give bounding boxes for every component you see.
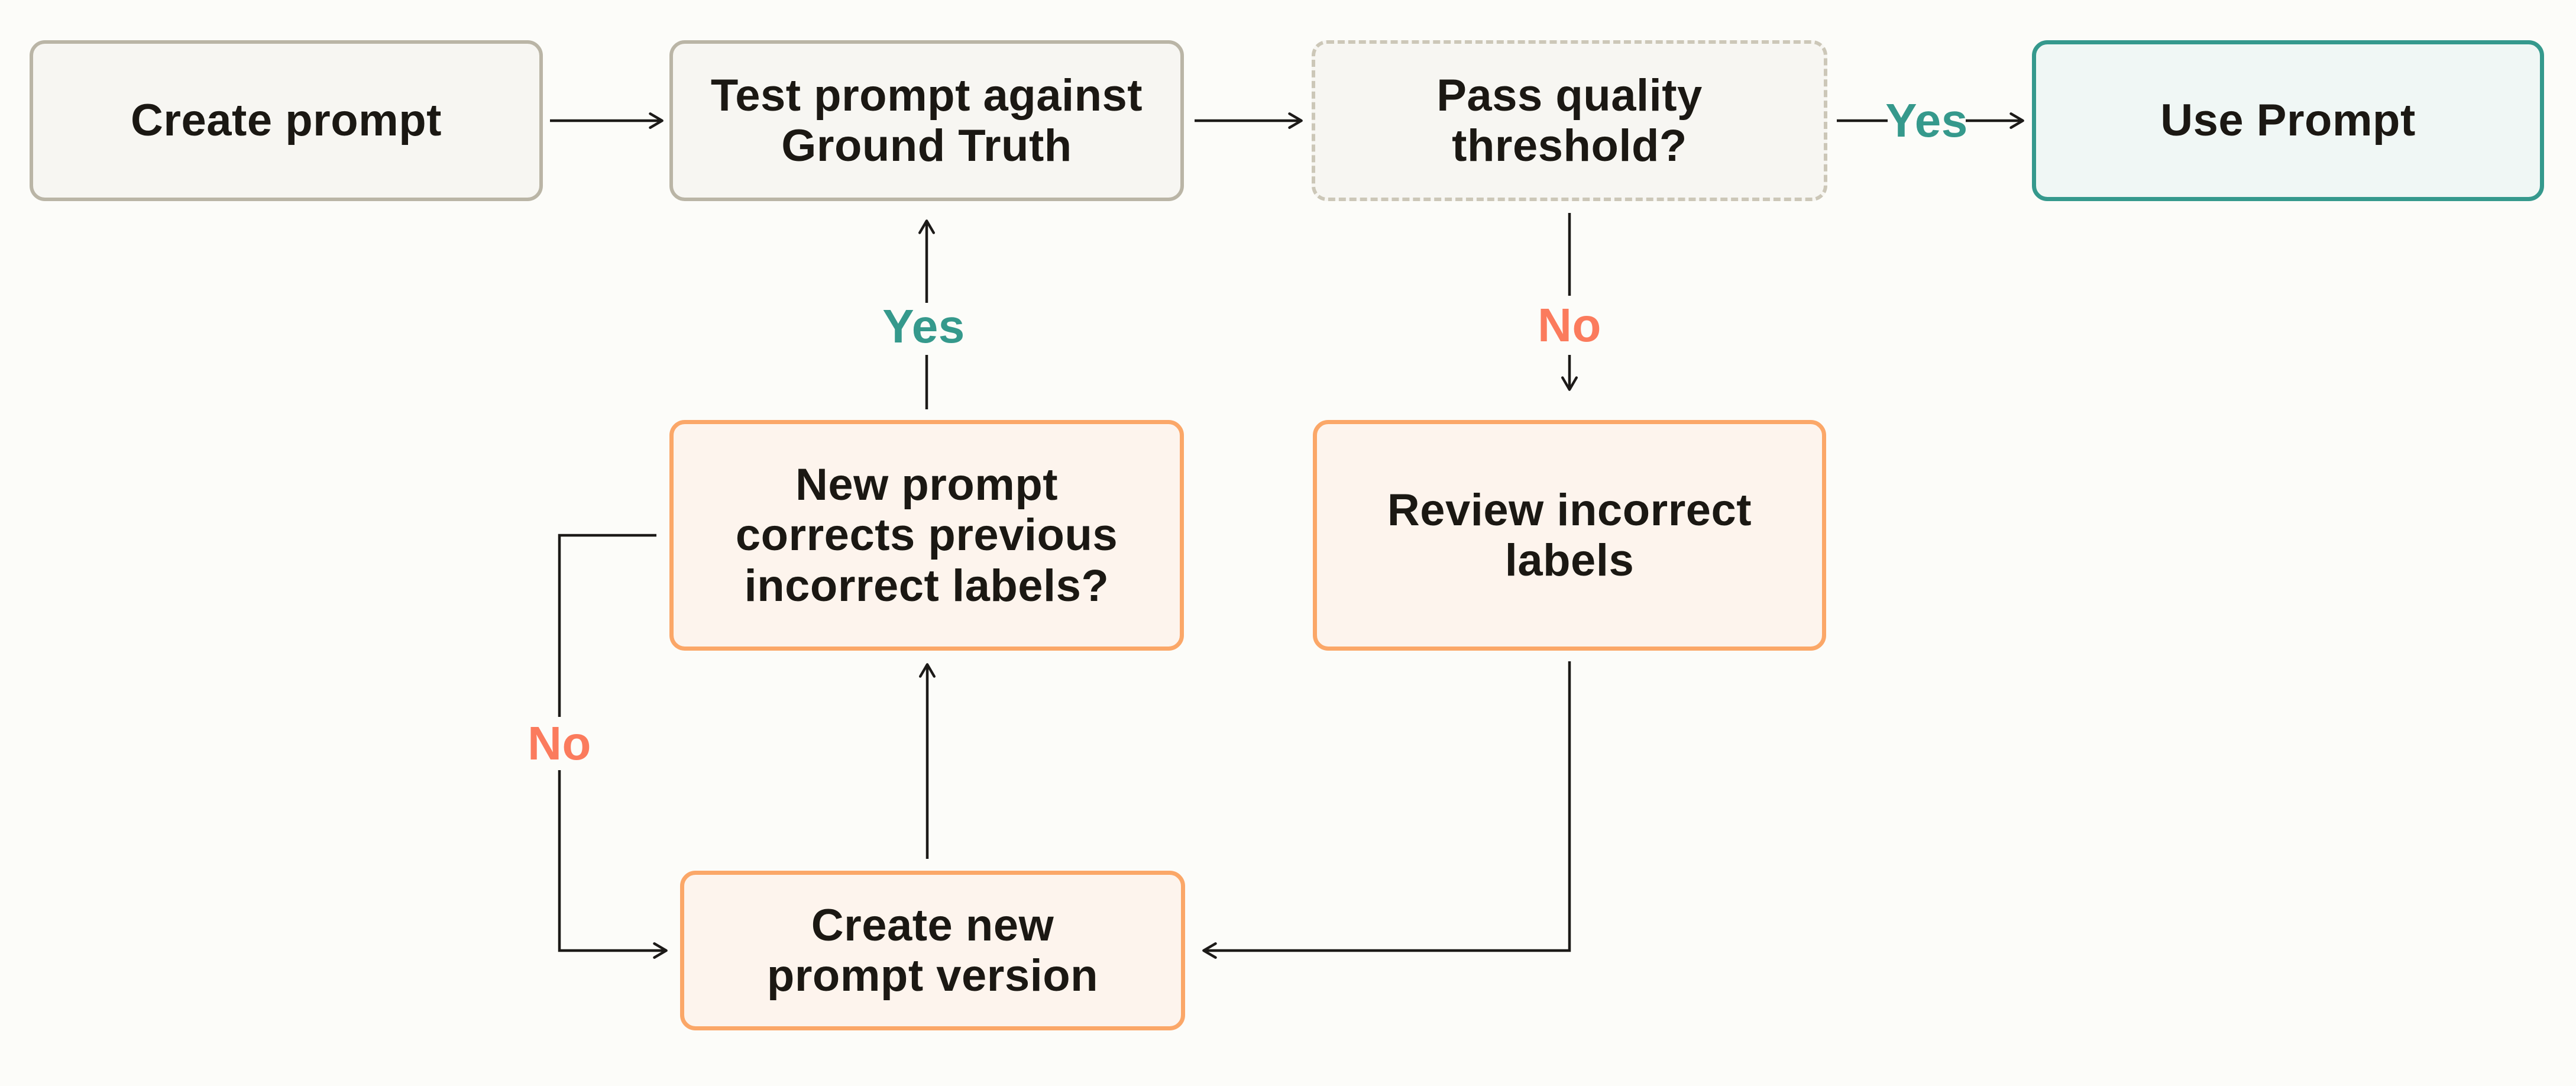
node-create-new-prompt-version: Create new prompt version — [680, 871, 1185, 1030]
edge-corrects-no-loop-arrow-segment — [558, 770, 668, 959]
edge-label-corrects-no: No — [528, 717, 591, 770]
node-review-incorrect-labels: Review incorrect labels — [1313, 420, 1826, 651]
edge-label-corrects-yes: Yes — [882, 300, 965, 353]
node-new-prompt-corrects-previous-incorrect-labels: New prompt corrects previous incorrect l… — [669, 420, 1184, 651]
node-test-prompt-against-ground-truth: Test prompt against Ground Truth — [669, 40, 1184, 201]
node-use-prompt: Use Prompt — [2032, 40, 2544, 201]
edge-label-pass-no: No — [1538, 299, 1601, 351]
edge-corrects-no-loop-upper-segment — [558, 534, 656, 717]
node-create-new-version-label: Create new prompt version — [766, 900, 1099, 1001]
node-pass-quality-threshold: Pass quality threshold? — [1312, 40, 1827, 201]
node-new-prompt-corrects-label: New prompt corrects previous incorrect l… — [735, 460, 1118, 611]
node-review-incorrect-label: Review incorrect labels — [1387, 484, 1752, 586]
node-create-prompt: Create prompt — [30, 40, 543, 201]
edge-review-to-new-version — [1202, 661, 1571, 959]
node-pass-quality-label: Pass quality threshold? — [1436, 70, 1703, 171]
edge-label-pass-yes: Yes — [1885, 94, 1968, 147]
node-create-prompt-label: Create prompt — [131, 95, 442, 146]
node-use-prompt-label: Use Prompt — [2160, 95, 2416, 146]
node-test-prompt-label: Test prompt against Ground Truth — [710, 70, 1143, 171]
